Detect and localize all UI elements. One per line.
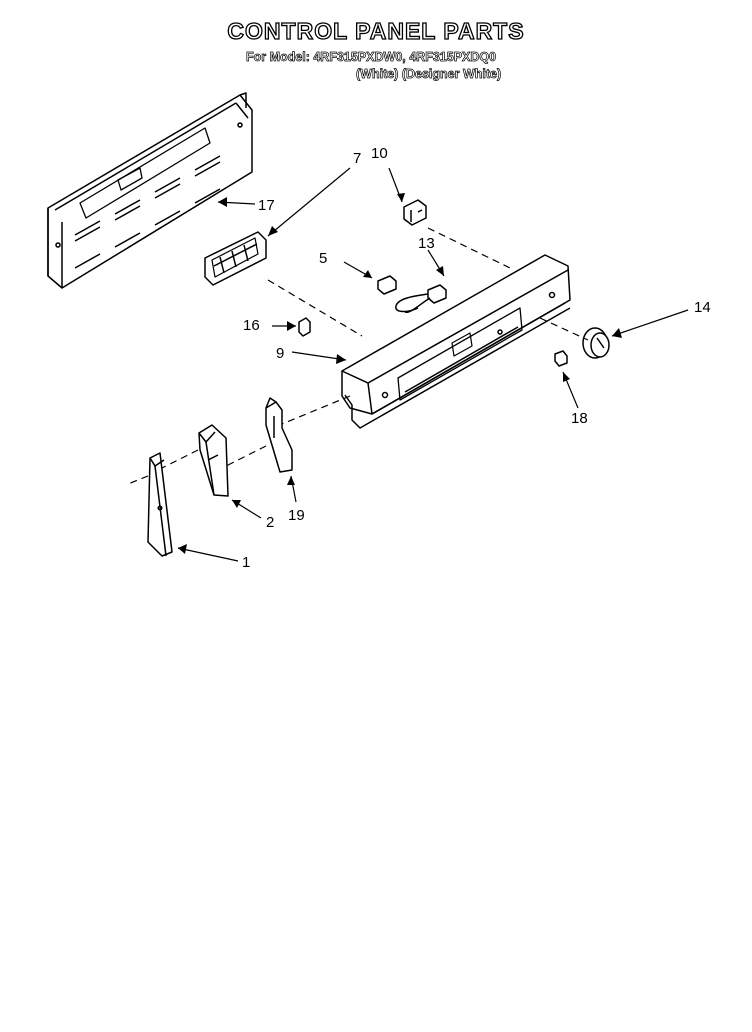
part-18-screw: [554, 350, 568, 367]
page-title: CONTROL PANEL PARTS: [227, 17, 525, 44]
callout-1: 1: [242, 554, 251, 571]
callout-5: 5: [319, 250, 328, 267]
model-line: For Model: 4RF315PXDW0, 4RF315PXDQ0: [246, 50, 497, 65]
callout-7: 7: [353, 150, 362, 167]
part-7-control-board: [204, 231, 267, 286]
part-17-back-panel: [47, 92, 253, 289]
callout-9: 9: [276, 345, 285, 362]
callout-18: 18: [571, 410, 588, 427]
callout-17: 17: [258, 197, 275, 214]
part-9-control-panel: [341, 254, 571, 429]
callout-13: 13: [418, 235, 435, 252]
part-16-clip: [298, 317, 311, 337]
part-14-knob: [582, 327, 610, 359]
part-13-wire-harness: [395, 284, 447, 313]
part-5-connector: [377, 275, 397, 295]
part-19-end-bracket: [265, 397, 293, 473]
variant-line: (White) (Designer White): [356, 67, 502, 82]
callout-2: 2: [266, 514, 275, 531]
callout-14: 14: [694, 299, 711, 316]
callout-16: 16: [243, 317, 260, 334]
part-2-end-cap: [198, 424, 229, 497]
part-1-side-trim: [147, 452, 173, 557]
callout-19: 19: [288, 507, 305, 524]
callout-10: 10: [371, 145, 388, 162]
part-10-switch: [403, 199, 427, 226]
